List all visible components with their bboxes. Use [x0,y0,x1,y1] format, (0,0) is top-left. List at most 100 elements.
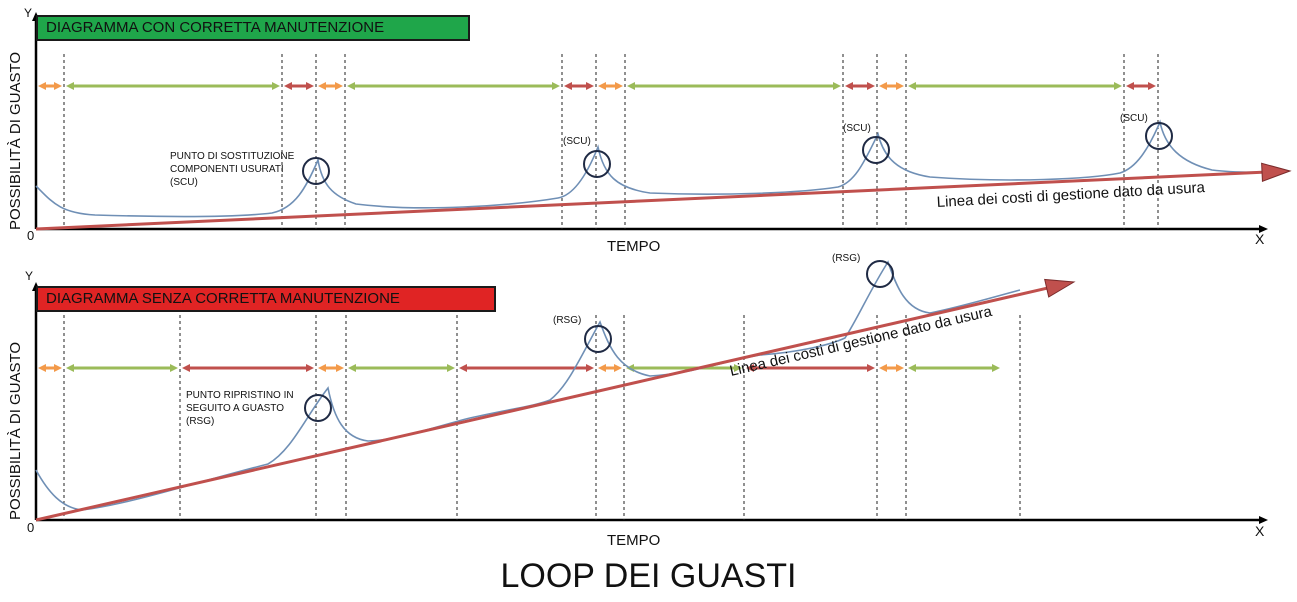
x-axis-letter: X [1255,523,1265,539]
point-annotation-line: PUNTO RIPRISTINO IN [186,390,294,401]
interval-arrow-head-right [615,82,623,90]
point-annotation-line: (RSG) [186,416,214,427]
interval-arrow-head-right [272,82,280,90]
interval-arrow-head-right [54,82,62,90]
interval-arrow-head-right [867,82,875,90]
trend-line [35,170,1271,231]
interval-arrow-head-left [348,364,356,372]
interval-arrow-head-right [992,364,1000,372]
y-axis-letter: Y [24,6,32,20]
interval-arrow [879,364,904,372]
event-circle [583,150,611,178]
interval-arrow-head-left [38,364,46,372]
interval-arrow [459,364,594,372]
interval-arrow-head-left [318,82,326,90]
interval-arrow-head-right [586,82,594,90]
interval-arrow-head-left [66,82,74,90]
interval-arrow-head-right [734,364,742,372]
interval-arrow [284,82,314,90]
interval-arrow-head-left [627,82,635,90]
interval-arrow-head-right [867,364,875,372]
interval-arrow-head-left [284,82,292,90]
interval-arrow-head-left [38,82,46,90]
interval-arrow [879,82,904,90]
y-axis-letter: Y [25,269,33,283]
interval-arrow-head-left [1126,82,1134,90]
interval-arrow-head-right [336,364,344,372]
event-circle [304,394,332,422]
interval-arrow-head-right [896,82,904,90]
panel-title-without-maintenance: DIAGRAMMA SENZA CORRETTA MANUTENZIONE [36,286,496,312]
interval-arrow-head-right [833,82,841,90]
interval-arrow [564,82,594,90]
interval-arrow [598,82,623,90]
interval-arrow-head-left [318,364,326,372]
event-circle [866,260,894,288]
interval-arrow [627,82,841,90]
event-circle [302,157,330,185]
interval-arrow [746,364,875,372]
interval-arrow-head-left [908,82,916,90]
interval-arrow-head-left [845,82,853,90]
interval-arrow-head-right [1148,82,1156,90]
peak-label: (RSG) [553,315,581,326]
peak-label: (SCU) [563,136,591,147]
interval-arrow [66,82,280,90]
y-axis-label: POSSIBILITÀ DI GUASTO [7,342,24,520]
interval-arrow [348,364,455,372]
interval-arrow-head-left [66,364,74,372]
interval-arrow [66,364,178,372]
point-annotation-line: COMPONENTI USURATI [170,164,284,175]
point-annotation-line: (SCU) [170,177,198,188]
interval-arrow-head-left [598,364,606,372]
interval-arrow-head-right [306,82,314,90]
interval-arrow [1126,82,1156,90]
interval-arrow-head-right [54,364,62,372]
y-axis-label: POSSIBILITÀ DI GUASTO [7,52,24,230]
x-axis-label: TEMPO [607,532,660,549]
interval-arrow [38,364,62,372]
interval-arrow-head-right [170,364,178,372]
trend-line-arrowhead [1261,162,1292,182]
event-circle [584,325,612,353]
interval-arrow-head-right [447,364,455,372]
x-axis-label: TEMPO [607,238,660,255]
interval-arrow-head-left [598,82,606,90]
event-circle [862,136,890,164]
interval-arrow [38,82,62,90]
interval-arrow-head-right [896,364,904,372]
point-annotation-line: SEGUITO A GUASTO [186,403,284,414]
interval-arrow [318,82,343,90]
failure-probability-curve [35,260,1021,511]
panel-title-with-maintenance: DIAGRAMMA CON CORRETTA MANUTENZIONE [36,15,470,41]
interval-arrow-head-left [459,364,467,372]
x-axis-arrowhead [1259,516,1268,524]
interval-arrow-head-left [564,82,572,90]
trend-line-arrowhead [1044,278,1076,298]
interval-arrow [598,364,622,372]
interval-arrow [347,82,560,90]
origin-label: 0 [27,520,34,535]
footer-title: LOOP DEI GUASTI [500,557,797,595]
interval-arrow [908,364,1000,372]
interval-arrow-head-left [746,364,754,372]
x-axis-arrowhead [1259,225,1268,233]
event-circle [1145,122,1173,150]
interval-arrow-head-left [908,364,916,372]
interval-arrow-head-right [335,82,343,90]
interval-arrow-head-right [1114,82,1122,90]
interval-arrow [318,364,344,372]
trend-line [35,285,1055,522]
interval-arrow-head-right [306,364,314,372]
interval-arrow [908,82,1122,90]
interval-arrow-head-left [879,364,887,372]
panel-with-maintenance: (SCU)(SCU)(SCU)PUNTO DI SOSTITUZIONECOMP… [7,6,1292,255]
interval-arrow-head-left [879,82,887,90]
trend-line-label: Linea dei costi di gestione dato da usur… [936,179,1206,211]
interval-arrow-head-right [586,364,594,372]
interval-arrow [182,364,314,372]
peak-label: (SCU) [843,123,871,134]
peak-label: (SCU) [1120,113,1148,124]
